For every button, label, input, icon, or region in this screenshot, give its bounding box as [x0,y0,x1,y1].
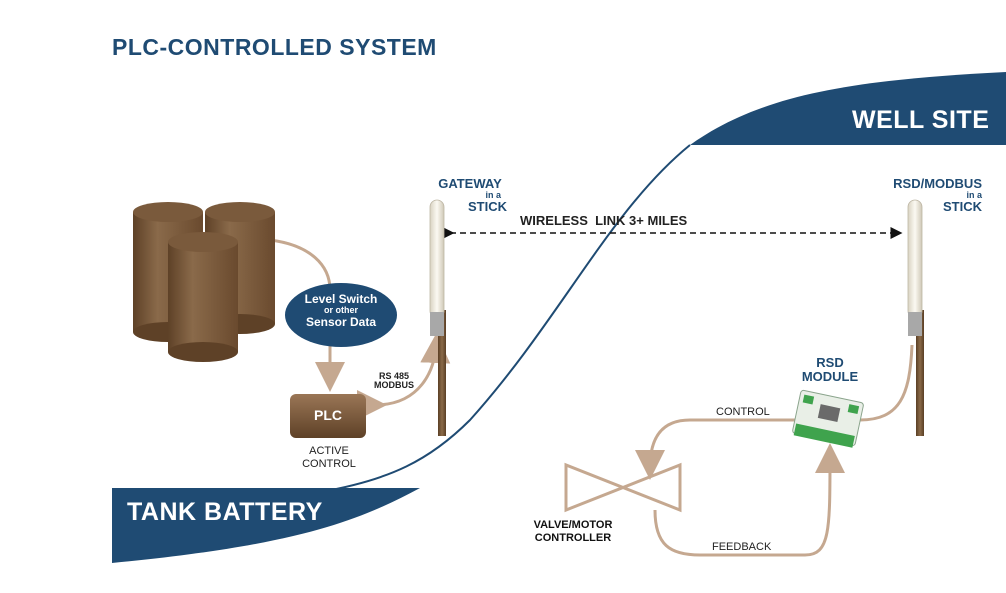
control-label: CONTROL [716,406,770,418]
page-title: PLC-CONTROLLED SYSTEM [112,34,437,60]
tank-battery-banner [112,488,420,563]
tank-battery-label: TANK BATTERY [127,498,323,526]
rsd-modbus-antenna [907,199,924,436]
well-site-label: WELL SITE [852,106,990,134]
site-divider-curve [319,144,691,493]
sensor-bubble-text: Level Switch or other Sensor Data [304,292,378,330]
well-site-banner [690,72,1006,145]
rsd-module-label: RSD MODULE [801,355,859,384]
module-to-stick-line [859,344,914,422]
wireless-link-label: WIRELESS LINK 3+ MILES [520,213,688,228]
tank-icon [168,232,238,362]
rsd-modbus-label: RSD/MODBUS in a STICK [893,176,982,215]
gateway-label: GATEWAY in a STICK [438,176,507,215]
active-control-label: ACTIVE CONTROL [302,445,356,470]
feedback-label: FEEDBACK [712,541,772,553]
control-line [635,418,795,480]
tank-to-sensor-line [269,238,332,291]
plc-box [290,394,366,438]
rs485-label: RS 485 MODBUS [374,371,414,391]
rs485-link-line [356,333,451,421]
valve-icon [564,462,682,513]
feedback-line [653,443,845,557]
gateway-antenna [429,199,446,436]
valve-controller-label: VALVE/MOTOR CONTROLLER [533,519,613,544]
rsd-module-icon [792,389,864,448]
sensor-bubble [285,283,397,347]
plc-label: PLC [314,407,342,423]
